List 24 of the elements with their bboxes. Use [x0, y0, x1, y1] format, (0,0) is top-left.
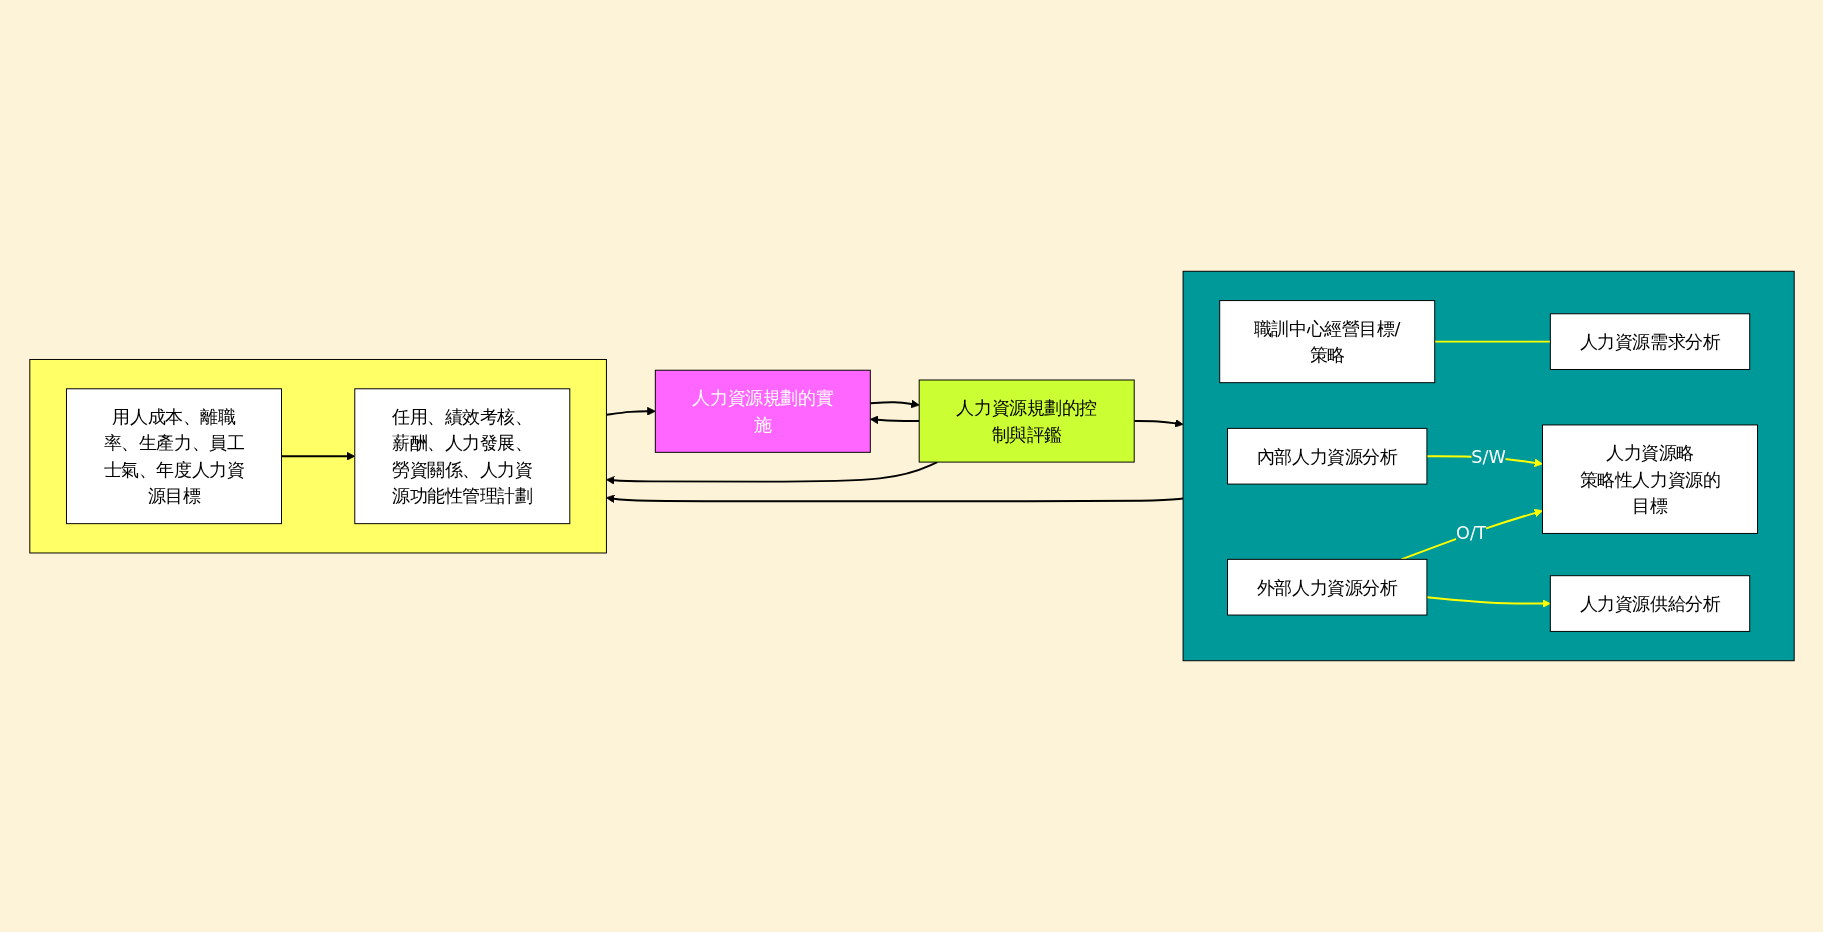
arrow	[1425, 596, 1551, 608]
arrow	[1399, 508, 1543, 561]
connector	[1433, 340, 1551, 343]
arrow	[605, 494, 1184, 504]
arrow	[868, 399, 920, 409]
node-box: 人力資源略 策略性人力資源的目標	[1541, 424, 1758, 534]
edge-label: S/W	[1470, 445, 1506, 467]
node-box: 人力資源規劃的控制與評鑑	[918, 379, 1135, 463]
cluster	[28, 359, 607, 554]
arrow	[280, 451, 355, 461]
edge-label: O/T	[1455, 522, 1487, 544]
node-box: 用人成本、離職率、生產力、員工士氣、年度人力資源目標	[65, 388, 282, 525]
node-box: 內部人力資源分析	[1226, 427, 1427, 485]
node-box: 外部人力資源分析	[1226, 558, 1427, 616]
arrow	[605, 461, 938, 485]
arrow	[1132, 419, 1183, 428]
node-box: 人力資源需求分析	[1549, 313, 1750, 370]
node-box: 職訓中心經營目標/策略	[1218, 300, 1435, 384]
arrow	[604, 406, 656, 416]
node-box: 人力資源規劃的實施	[654, 369, 871, 453]
node-box: 人力資源供給分析	[1549, 575, 1750, 632]
cluster	[1182, 270, 1795, 662]
node-box: 任用、績效考核、薪酬、人力發展、勞資關係、人力資源功能性管理計劃	[353, 388, 570, 525]
arrow	[869, 415, 920, 425]
